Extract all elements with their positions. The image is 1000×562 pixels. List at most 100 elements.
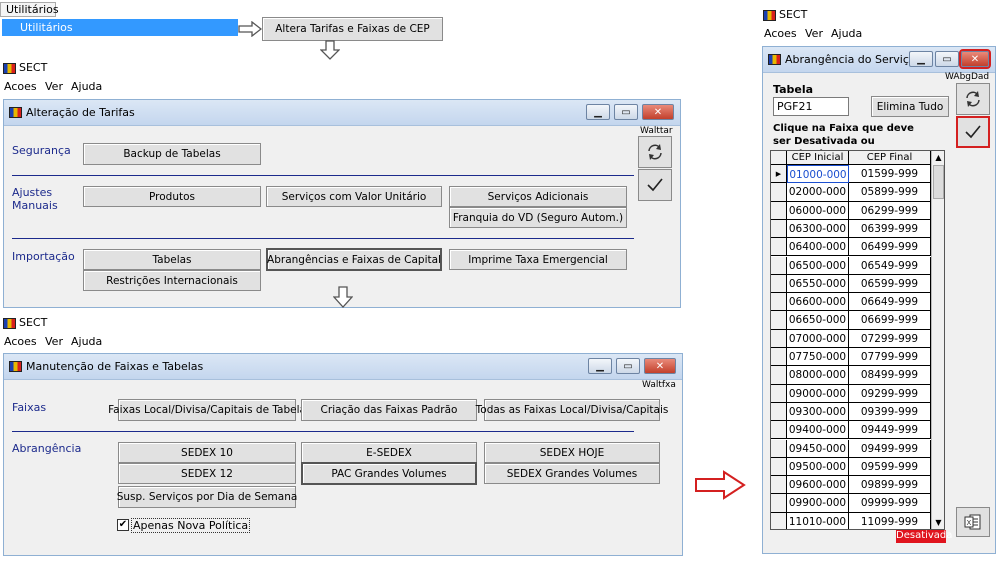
abrangencia-titlebar[interactable]: Abrangência do Serviço ▁ ▭ ✕: [763, 47, 995, 73]
todas-faixas-button[interactable]: Todas as Faixas Local/Divisa/Capitais: [476, 399, 668, 421]
cell-cep-final[interactable]: 07299-999: [849, 329, 931, 348]
close-button[interactable]: ✕: [959, 49, 991, 69]
refresh-button[interactable]: [956, 83, 990, 115]
cell-cep-inicial[interactable]: 06400-000: [787, 238, 849, 257]
menu-ajuda-2[interactable]: Ajuda: [71, 335, 103, 348]
cell-cep-final[interactable]: 09449-999: [849, 421, 931, 440]
cell-cep-final[interactable]: 08499-999: [849, 366, 931, 385]
manutencao-faixas-titlebar[interactable]: Manutenção de Faixas e Tabelas ▁ ▭ ✕: [4, 354, 682, 380]
row-indicator[interactable]: [771, 494, 787, 513]
cell-cep-inicial[interactable]: 09600-000: [787, 476, 849, 495]
menu-acoes[interactable]: Acoes: [4, 80, 37, 93]
alteracao-tarifas-titlebar[interactable]: Alteração de Tarifas ▁ ▭ ✕: [4, 100, 680, 126]
criacao-faixas-button[interactable]: Criação das Faixas Padrão: [301, 399, 477, 421]
esedex-button[interactable]: E-SEDEX: [301, 442, 477, 463]
cell-cep-final[interactable]: 09399-999: [849, 402, 931, 422]
cell-cep-inicial[interactable]: 06600-000: [787, 293, 849, 312]
cell-cep-final[interactable]: 01599-999: [849, 165, 931, 184]
utilitarios-menu[interactable]: Utilitários: [0, 2, 59, 17]
minimize-button[interactable]: ▁: [586, 104, 610, 120]
row-indicator[interactable]: [771, 348, 787, 367]
restricoes-button[interactable]: Restrições Internacionais: [83, 270, 261, 291]
pac-grandes-volumes-button[interactable]: PAC Grandes Volumes: [301, 462, 477, 485]
cell-cep-final[interactable]: 06549-999: [849, 256, 931, 275]
row-indicator[interactable]: [771, 201, 787, 220]
row-indicator[interactable]: [771, 183, 787, 202]
cell-cep-inicial[interactable]: 09450-000: [787, 439, 849, 458]
cell-cep-final[interactable]: 09599-999: [849, 457, 931, 477]
cell-cep-inicial[interactable]: 09900-000: [787, 494, 849, 513]
cell-cep-inicial[interactable]: 02000-000: [787, 183, 849, 202]
row-indicator[interactable]: [771, 256, 787, 275]
minimize-button[interactable]: ▁: [909, 51, 933, 67]
apenas-nova-politica-checkbox[interactable]: ✔: [117, 519, 129, 531]
menu-acoes-2[interactable]: Acoes: [4, 335, 37, 348]
column-header-cep-final[interactable]: CEP Final: [849, 151, 931, 164]
confirm-button[interactable]: [638, 169, 672, 201]
cell-cep-final[interactable]: 09499-999: [849, 439, 931, 458]
cell-cep-final[interactable]: 07799-999: [849, 348, 931, 367]
abrangencias-button[interactable]: Abrangências e Faixas de Capital: [266, 248, 442, 271]
minimize-button[interactable]: ▁: [588, 358, 612, 374]
sedex12-button[interactable]: SEDEX 12: [118, 463, 296, 484]
cell-cep-final[interactable]: 06399-999: [849, 219, 931, 239]
cell-cep-inicial[interactable]: 06500-000: [787, 256, 849, 275]
row-indicator[interactable]: ▶: [771, 165, 787, 184]
row-indicator[interactable]: [771, 384, 787, 403]
export-excel-button[interactable]: X: [956, 507, 990, 537]
maximize-button[interactable]: ▭: [935, 51, 959, 67]
row-indicator[interactable]: [771, 293, 787, 312]
cell-cep-final[interactable]: 06699-999: [849, 311, 931, 330]
cell-cep-inicial[interactable]: 11010-000: [787, 512, 849, 529]
sedex-grandes-volumes-button[interactable]: SEDEX Grandes Volumes: [484, 463, 660, 484]
cell-cep-final[interactable]: 06499-999: [849, 238, 931, 257]
cell-cep-final[interactable]: 06649-999: [849, 293, 931, 312]
cell-cep-final[interactable]: 05899-999: [849, 183, 931, 202]
cell-cep-inicial[interactable]: 08000-000: [787, 366, 849, 385]
susp-servicos-button[interactable]: Susp. Serviços por Dia de Semana: [117, 486, 297, 508]
row-indicator[interactable]: [771, 512, 787, 529]
row-indicator[interactable]: [771, 421, 787, 440]
cell-cep-final[interactable]: 09999-999: [849, 494, 931, 513]
faixas-local-button[interactable]: Faixas Local/Divisa/Capitais de Tabela: [108, 399, 306, 421]
close-button[interactable]: ✕: [644, 358, 676, 374]
menu-ajuda[interactable]: Ajuda: [71, 80, 103, 93]
row-indicator[interactable]: [771, 329, 787, 348]
tabela-input[interactable]: PGF21: [773, 97, 849, 116]
backup-tabelas-button[interactable]: Backup de Tabelas: [83, 143, 261, 165]
row-indicator[interactable]: [771, 476, 787, 495]
scroll-down-arrow-icon[interactable]: ▼: [935, 518, 942, 527]
row-indicator[interactable]: [771, 311, 787, 330]
cell-cep-inicial[interactable]: 06300-000: [787, 219, 849, 239]
produtos-button[interactable]: Produtos: [83, 186, 261, 207]
menu-ver-2[interactable]: Ver: [45, 335, 63, 348]
row-indicator[interactable]: [771, 219, 787, 239]
scroll-up-arrow-icon[interactable]: ▲: [935, 153, 942, 162]
row-indicator[interactable]: [771, 402, 787, 422]
menu-ver[interactable]: Ver: [45, 80, 63, 93]
menu-ajuda-3[interactable]: Ajuda: [831, 27, 863, 40]
close-button[interactable]: ✕: [642, 104, 674, 120]
menu-ver-3[interactable]: Ver: [805, 27, 823, 40]
cell-cep-final[interactable]: 06299-999: [849, 201, 931, 220]
cell-cep-final[interactable]: 06599-999: [849, 274, 931, 294]
cell-cep-inicial[interactable]: 06650-000: [787, 311, 849, 330]
servicos-adicionais-button[interactable]: Serviços Adicionais: [449, 186, 627, 207]
cell-cep-inicial[interactable]: 07000-000: [787, 329, 849, 348]
row-indicator[interactable]: [771, 274, 787, 294]
cell-cep-inicial[interactable]: 09300-000: [787, 402, 849, 422]
servicos-valor-button[interactable]: Serviços com Valor Unitário: [266, 186, 442, 207]
column-header-cep-inicial[interactable]: CEP Inicial: [787, 151, 849, 164]
cell-cep-final[interactable]: 11099-999: [849, 512, 931, 529]
tabelas-button[interactable]: Tabelas: [83, 249, 261, 270]
cell-cep-inicial[interactable]: 09500-000: [787, 457, 849, 477]
cell-cep-inicial[interactable]: 06000-000: [787, 201, 849, 220]
imprime-taxa-button[interactable]: Imprime Taxa Emergencial: [449, 249, 627, 270]
sedex10-button[interactable]: SEDEX 10: [118, 442, 296, 463]
row-indicator[interactable]: [771, 238, 787, 257]
refresh-button[interactable]: [638, 136, 672, 168]
cell-cep-inicial[interactable]: 07750-000: [787, 348, 849, 367]
maximize-button[interactable]: ▭: [616, 358, 640, 374]
maximize-button[interactable]: ▭: [614, 104, 638, 120]
altera-tarifas-button[interactable]: Altera Tarifas e Faixas de CEP: [262, 17, 443, 41]
